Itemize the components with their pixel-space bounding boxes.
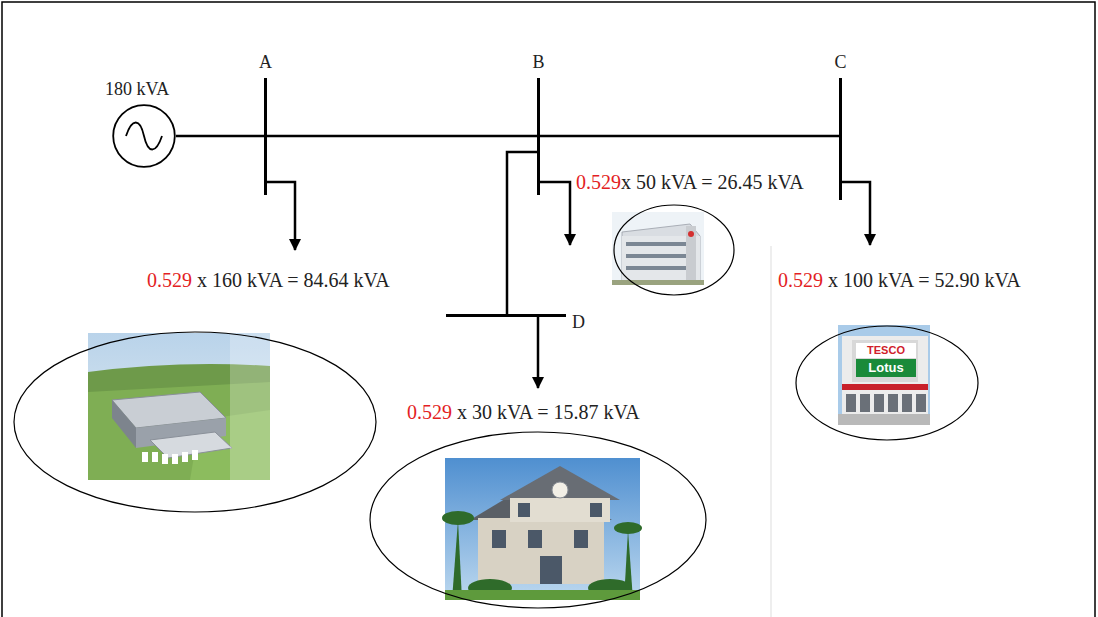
demand-factor: 0.529: [407, 401, 452, 423]
bus-name: A: [259, 52, 272, 74]
load-arrow: [538, 182, 570, 245]
store-picture: [838, 325, 930, 425]
demand-factor: 0.529: [576, 171, 621, 193]
bus-name: D: [572, 312, 585, 334]
bus-bar: B: [537, 78, 540, 195]
load-ellipse: [14, 332, 376, 512]
bus-bar: A: [264, 78, 267, 195]
load-ellipse: [614, 205, 734, 295]
demand-factor: 0.529: [778, 269, 823, 291]
load-ellipse: [370, 432, 706, 608]
load-label: 0.529x 30 kVA = 15.87 kVA: [407, 400, 640, 424]
load-label: 0.529x 160 kVA = 84.64 kVA: [147, 268, 390, 292]
divider-line: [771, 246, 772, 617]
load-arrow: [265, 182, 295, 250]
generator-symbol: 180 kVA: [112, 104, 176, 168]
bus-bar: C: [839, 78, 842, 200]
load-label: 0.529x 50 kVA = 26.45 kVA: [576, 170, 804, 194]
store-sign: TESCO: [856, 343, 916, 358]
feeder-line: [540, 135, 839, 138]
bus-name: C: [834, 52, 846, 74]
generator-outline: [112, 104, 176, 168]
load-arrow: [537, 316, 540, 388]
house-picture: [442, 458, 642, 600]
store-sign: Lotus: [856, 359, 916, 377]
demand-factor: 0.529: [147, 269, 192, 291]
bus-name: B: [532, 52, 544, 74]
load-calculation: x 30 kVA = 15.87 kVA: [457, 401, 640, 423]
load-calculation: x 50 kVA = 26.45 kVA: [621, 171, 804, 193]
load-arrow: [840, 182, 870, 245]
generator-rating: 180 kVA: [105, 79, 169, 101]
feeder-line: [267, 135, 537, 138]
load-ellipse: [796, 326, 978, 440]
feeder-line: [176, 135, 264, 138]
load-calculation: x 100 kVA = 52.90 kVA: [828, 269, 1021, 291]
bus-bar: D: [446, 314, 566, 317]
load-calculation: x 160 kVA = 84.64 kVA: [197, 269, 390, 291]
factory-picture: [88, 333, 270, 480]
load-label: 0.529x 100 kVA = 52.90 kVA: [778, 268, 1021, 292]
feeder-line: [507, 152, 537, 314]
